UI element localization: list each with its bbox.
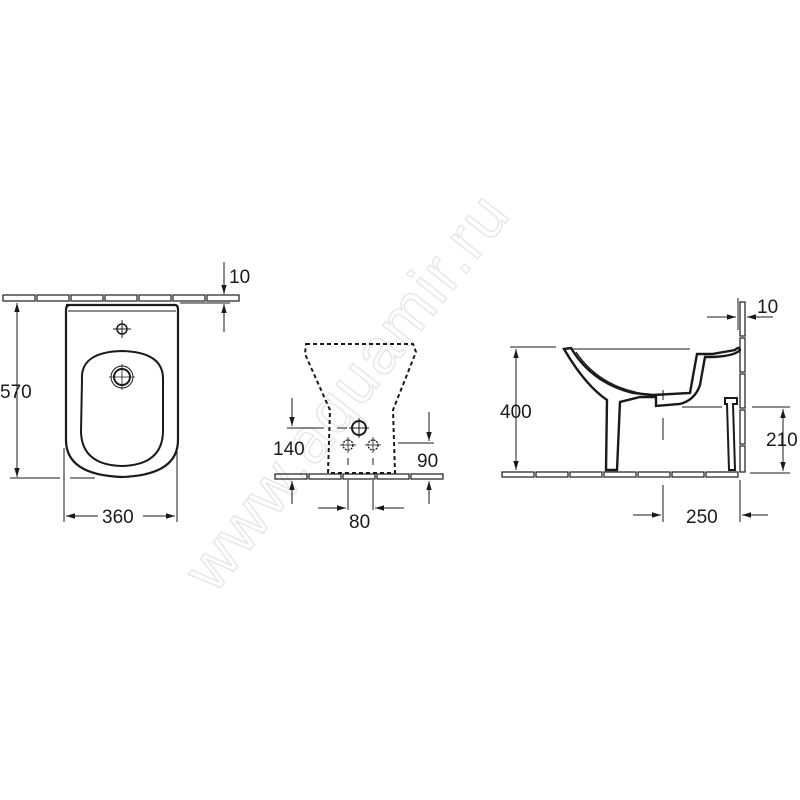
dim-wall-gap-10: 10 <box>229 267 250 288</box>
side-view <box>501 298 790 522</box>
wall-tiles <box>2 294 240 302</box>
inlet-hole-icon <box>349 418 369 438</box>
wall-tiles <box>739 301 746 473</box>
drain-hole-right-icon <box>365 437 381 453</box>
front-view <box>274 343 444 511</box>
bidet-dashed-outline <box>303 343 418 474</box>
dim-rim-height-400: 400 <box>500 402 532 423</box>
svg-text:www.aquamir.ru: www.aquamir.ru <box>169 178 524 604</box>
dim-wall-gap-10: 10 <box>757 297 778 318</box>
tap-hole-icon <box>113 320 131 338</box>
dim-depth-570: 570 <box>0 382 32 403</box>
basin-outline <box>79 349 165 468</box>
dim-drain-height-90: 90 <box>417 451 438 472</box>
drain-hole-left-icon <box>340 437 356 453</box>
dim-outlet-height-210: 210 <box>766 430 798 451</box>
bidet-side-outline <box>562 346 742 472</box>
dim-inlet-height-140: 140 <box>273 439 305 460</box>
top-view <box>2 262 240 522</box>
dim-outlet-offset-250: 250 <box>686 507 718 528</box>
watermark: www.aquamir.ru <box>168 178 524 605</box>
dim-drain-spacing-80: 80 <box>349 512 370 533</box>
drain-icon <box>109 364 135 390</box>
dim-width-360: 360 <box>102 507 134 528</box>
floor-tiles <box>501 471 739 478</box>
outlet-fitting <box>724 397 738 471</box>
bidet-outline <box>64 303 180 479</box>
